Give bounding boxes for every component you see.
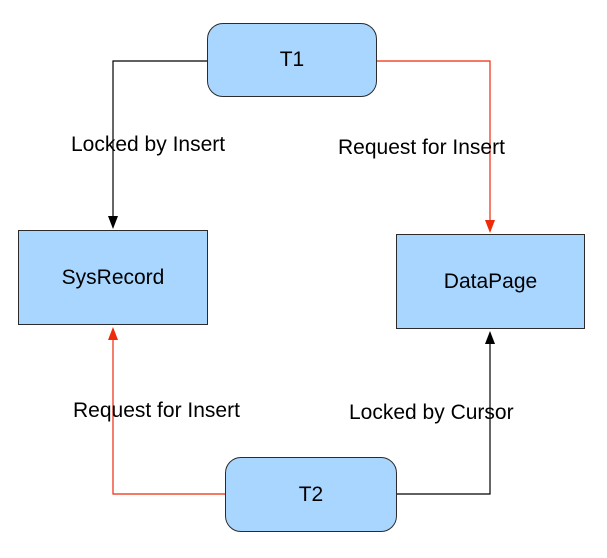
- node-t2-label: T2: [298, 482, 324, 506]
- node-datapage: DataPage: [396, 234, 585, 329]
- node-sysrecord-label: SysRecord: [61, 265, 165, 289]
- arrowhead-sysrecord-bottom: [108, 327, 118, 340]
- arrowhead-sysrecord-top: [108, 216, 118, 229]
- edge-t1-sysrecord: [112, 60, 207, 216]
- arrowhead-datapage-top: [485, 220, 495, 233]
- edge-t2-sysrecord: [112, 340, 225, 495]
- node-t2: T2: [225, 457, 397, 532]
- arrowhead-datapage-bottom: [485, 331, 495, 344]
- edge-label-t1-sysrecord: Locked by Insert: [71, 133, 226, 156]
- edge-t2-datapage: [397, 344, 491, 495]
- node-sysrecord: SysRecord: [18, 230, 208, 325]
- edge-label-t2-sysrecord: Request for Insert: [73, 399, 240, 422]
- edge-label-t2-datapage: Locked by Cursor: [349, 401, 514, 424]
- node-t1: T1: [207, 23, 377, 97]
- node-t1-label: T1: [279, 48, 305, 71]
- node-datapage-label: DataPage: [443, 269, 538, 293]
- edge-label-t1-datapage: Request for Insert: [338, 136, 505, 159]
- edge-t1-datapage: [377, 60, 491, 220]
